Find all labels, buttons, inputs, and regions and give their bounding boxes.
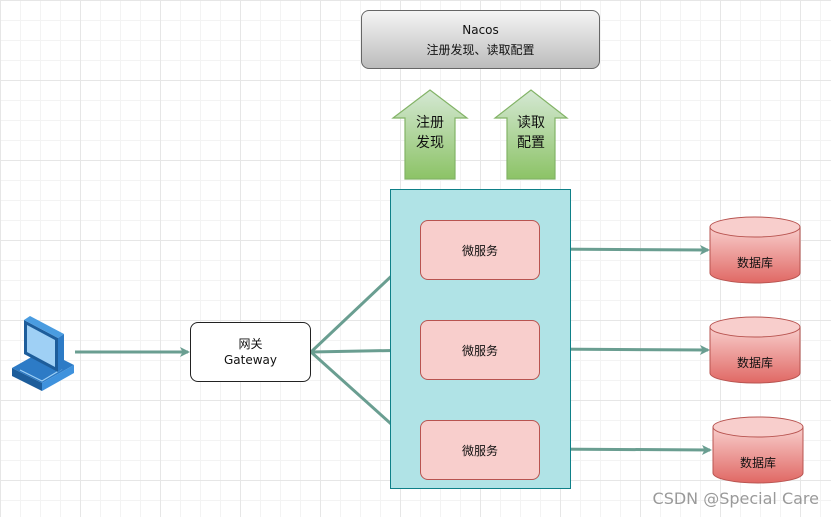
service-3-label: 微服务 — [461, 443, 498, 458]
database-3-label: 数据库 — [739, 456, 776, 470]
database-2-label: 数据库 — [736, 356, 773, 370]
service-1[interactable]: 微服务 — [420, 220, 540, 280]
register-discover-label: 注册 发现 — [416, 115, 444, 151]
gateway-label-en: Gateway — [223, 353, 277, 367]
nacos-node[interactable]: Nacos 注册发现、读取配置 — [361, 10, 600, 69]
register-discover-arrow — [391, 89, 469, 180]
database-1-label: 数据库 — [736, 256, 773, 270]
database-3[interactable] — [712, 416, 804, 484]
watermark: CSDN @Special Care — [652, 489, 819, 508]
service-2[interactable]: 微服务 — [420, 320, 540, 380]
database-1[interactable] — [709, 216, 801, 284]
read-config-arrow — [493, 89, 569, 180]
nacos-subtitle: 注册发现、读取配置 — [426, 42, 535, 57]
read-config-label: 读取 配置 — [517, 115, 545, 151]
service-2-label: 微服务 — [461, 343, 498, 358]
service-1-label: 微服务 — [461, 243, 498, 258]
computer-icon — [12, 316, 74, 391]
gateway-node[interactable]: 网关 Gateway — [190, 322, 311, 382]
nacos-title: Nacos — [462, 22, 499, 37]
service-3[interactable]: 微服务 — [420, 420, 540, 480]
gateway-label-cn: 网关 — [238, 337, 263, 351]
database-2[interactable] — [709, 316, 801, 384]
